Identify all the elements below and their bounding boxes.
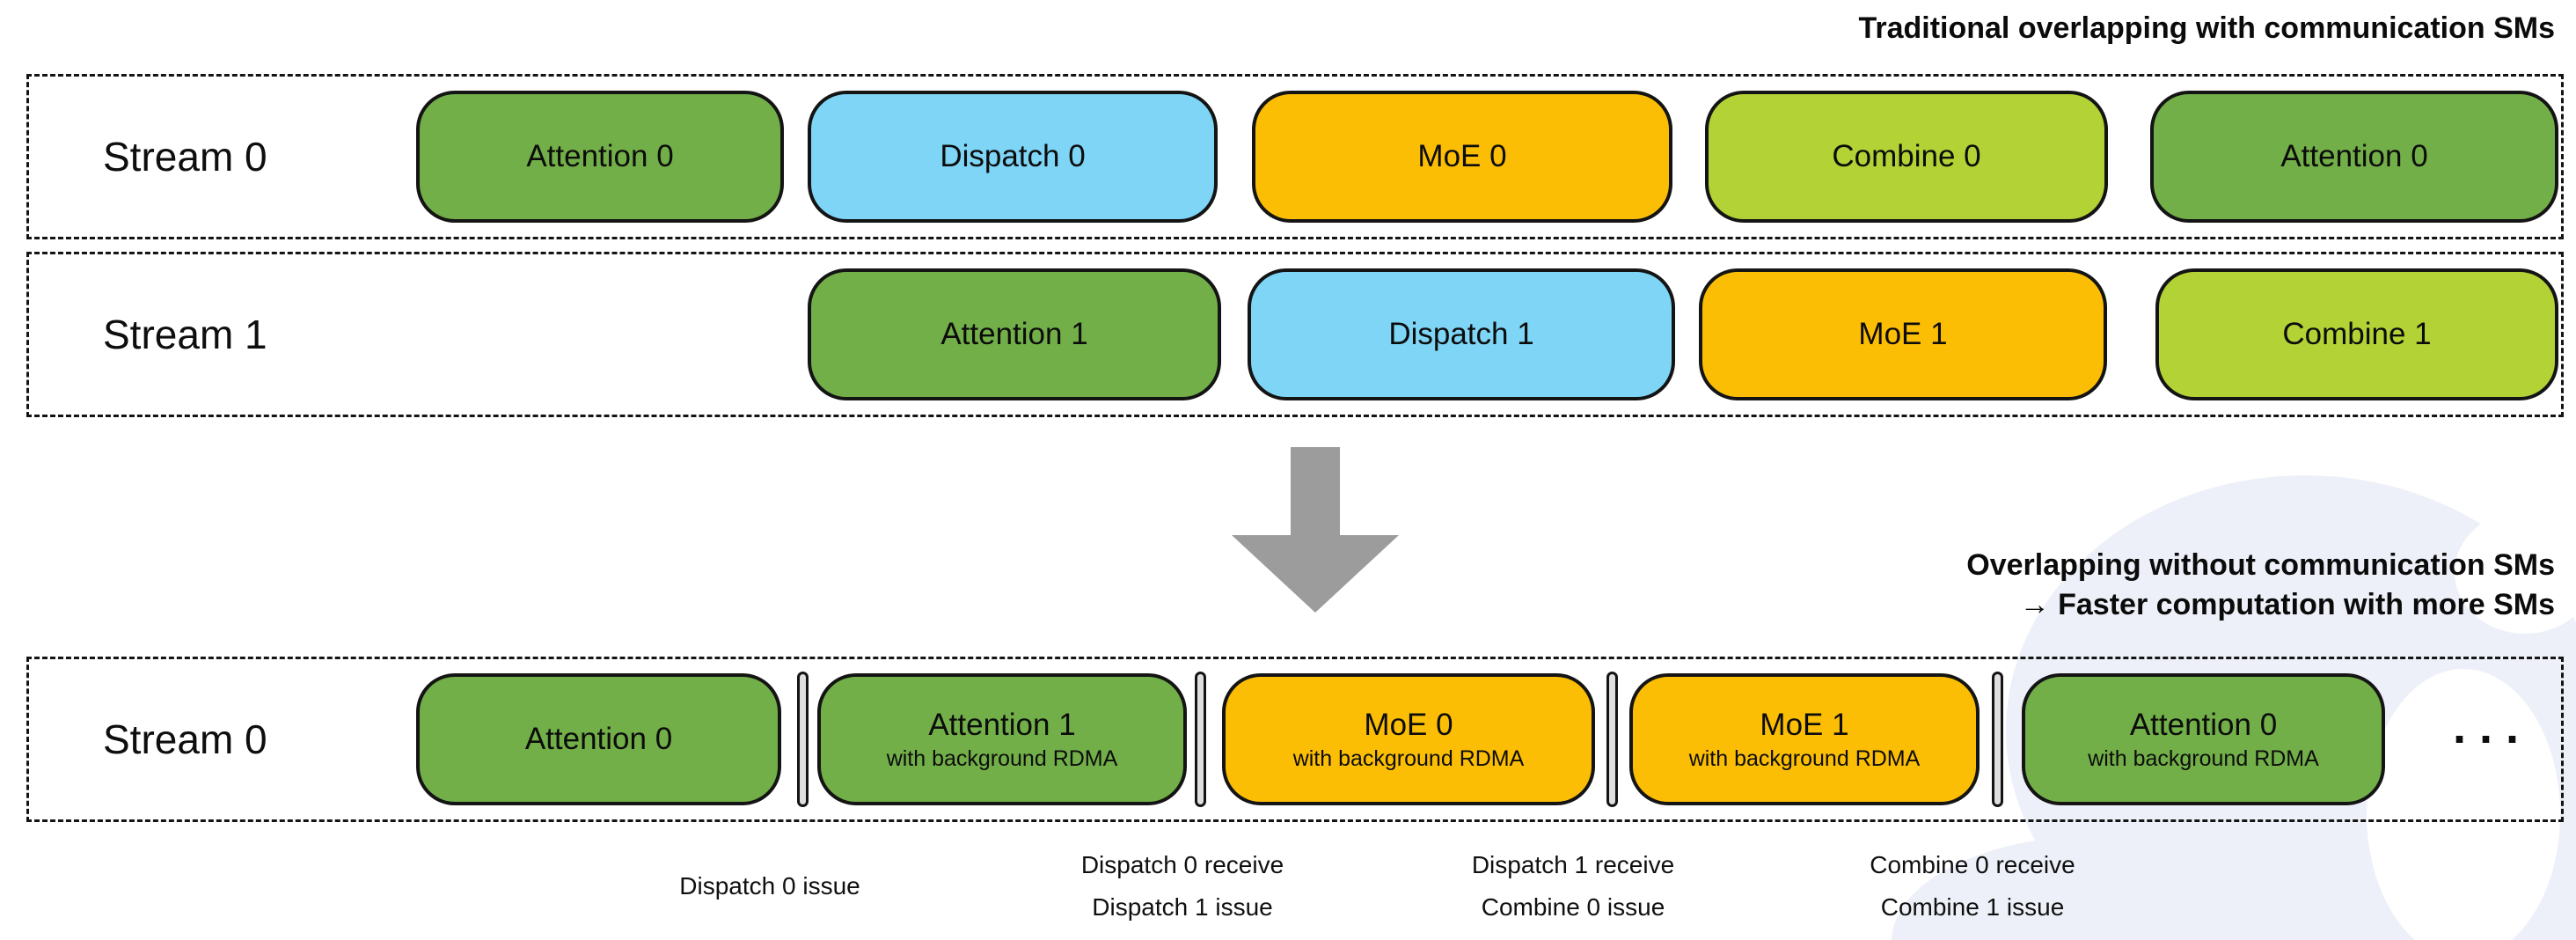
down-arrow-stem bbox=[1291, 447, 1340, 537]
barrier-separator bbox=[1195, 672, 1206, 807]
task-label: MoE 0 bbox=[1364, 707, 1453, 742]
title-traditional-text: Traditional overlapping with communicati… bbox=[1858, 11, 2555, 45]
traditional-stream0-box: Stream 0 Attention 0 Dispatch 0 MoE 0 Co… bbox=[26, 74, 2564, 239]
annotation-line: Combine 0 receive bbox=[1870, 851, 2075, 878]
task-block-attention0-next: Attention 0 bbox=[2150, 91, 2558, 223]
task-block-attention0-rdma: Attention 0 with background RDMA bbox=[2022, 673, 2385, 805]
optimized-stream0-box: Stream 0 Attention 0 Attention 1 with ba… bbox=[26, 657, 2564, 822]
task-sublabel: with background RDMA bbox=[1688, 745, 1921, 771]
task-block-dispatch0: Dispatch 0 bbox=[808, 91, 1218, 223]
task-block-attention1: Attention 1 bbox=[808, 268, 1221, 400]
task-label: MoE 0 bbox=[1417, 139, 1507, 173]
task-sublabel: with background RDMA bbox=[2088, 745, 2319, 771]
task-block-moe1-rdma: MoE 1 with background RDMA bbox=[1629, 673, 1980, 805]
task-block-attention0: Attention 0 bbox=[416, 673, 781, 805]
barrier-separator bbox=[1606, 672, 1618, 807]
annotation-combine0-receive: Combine 0 receive Combine 1 issue bbox=[1797, 838, 2148, 935]
title-optimized-line1: Overlapping without communication SMs bbox=[1966, 548, 2555, 582]
annotation-line: Combine 0 issue bbox=[1481, 893, 1665, 921]
down-arrow-head bbox=[1232, 535, 1399, 613]
task-sublabel: with background RDMA bbox=[1292, 745, 1525, 771]
annotation-line: Combine 1 issue bbox=[1880, 893, 2065, 921]
stream0-optimized-label: Stream 0 bbox=[103, 716, 267, 762]
task-block-dispatch1: Dispatch 1 bbox=[1248, 268, 1675, 400]
annotation-dispatch1-receive: Dispatch 1 receive Combine 0 issue bbox=[1397, 838, 1749, 935]
ellipsis-continuation: ··· bbox=[2453, 713, 2532, 766]
annotation-dispatch0-receive: Dispatch 0 receive Dispatch 1 issue bbox=[1006, 838, 1358, 935]
annotation-line: Dispatch 1 receive bbox=[1471, 851, 1675, 878]
traditional-stream1-box: Stream 1 Attention 1 Dispatch 1 MoE 1 Co… bbox=[26, 252, 2564, 417]
task-block-combine0: Combine 0 bbox=[1705, 91, 2108, 223]
task-label: Attention 0 bbox=[2280, 139, 2428, 173]
annotation-line: Dispatch 0 issue bbox=[679, 872, 860, 900]
stream0-label: Stream 0 bbox=[103, 134, 267, 180]
title-traditional: Traditional overlapping with communicati… bbox=[1858, 9, 2555, 48]
task-label: Attention 0 bbox=[2129, 707, 2278, 742]
task-label: Combine 0 bbox=[1832, 139, 1981, 173]
task-label: Attention 0 bbox=[524, 722, 673, 756]
task-label: Dispatch 1 bbox=[1388, 317, 1534, 351]
task-label: Attention 0 bbox=[526, 139, 674, 173]
task-block-attention1-rdma: Attention 1 with background RDMA bbox=[817, 673, 1187, 805]
task-block-moe1: MoE 1 bbox=[1699, 268, 2107, 400]
task-sublabel: with background RDMA bbox=[886, 745, 1118, 771]
task-block-combine1: Combine 1 bbox=[2155, 268, 2558, 400]
task-label: MoE 1 bbox=[1760, 707, 1849, 742]
task-block-moe0-rdma: MoE 0 with background RDMA bbox=[1222, 673, 1595, 805]
task-label: Combine 1 bbox=[2282, 317, 2432, 351]
task-label: Attention 1 bbox=[928, 707, 1076, 742]
task-block-attention0: Attention 0 bbox=[416, 91, 784, 223]
annotation-dispatch0-issue: Dispatch 0 issue bbox=[594, 838, 946, 935]
task-label: Attention 1 bbox=[940, 317, 1088, 351]
barrier-separator bbox=[797, 672, 809, 807]
title-optimized-line2: → Faster computation with more SMs bbox=[2019, 588, 2555, 621]
task-block-moe0: MoE 0 bbox=[1252, 91, 1672, 223]
task-label: Dispatch 0 bbox=[940, 139, 1086, 173]
down-arrow-icon bbox=[1232, 447, 1399, 613]
annotation-line: Dispatch 1 issue bbox=[1092, 893, 1273, 921]
title-optimized: Overlapping without communication SMs → … bbox=[1966, 546, 2555, 625]
task-label: MoE 1 bbox=[1858, 317, 1948, 351]
annotation-line: Dispatch 0 receive bbox=[1080, 851, 1284, 878]
barrier-separator bbox=[1992, 672, 2003, 807]
stream1-label: Stream 1 bbox=[103, 312, 267, 357]
